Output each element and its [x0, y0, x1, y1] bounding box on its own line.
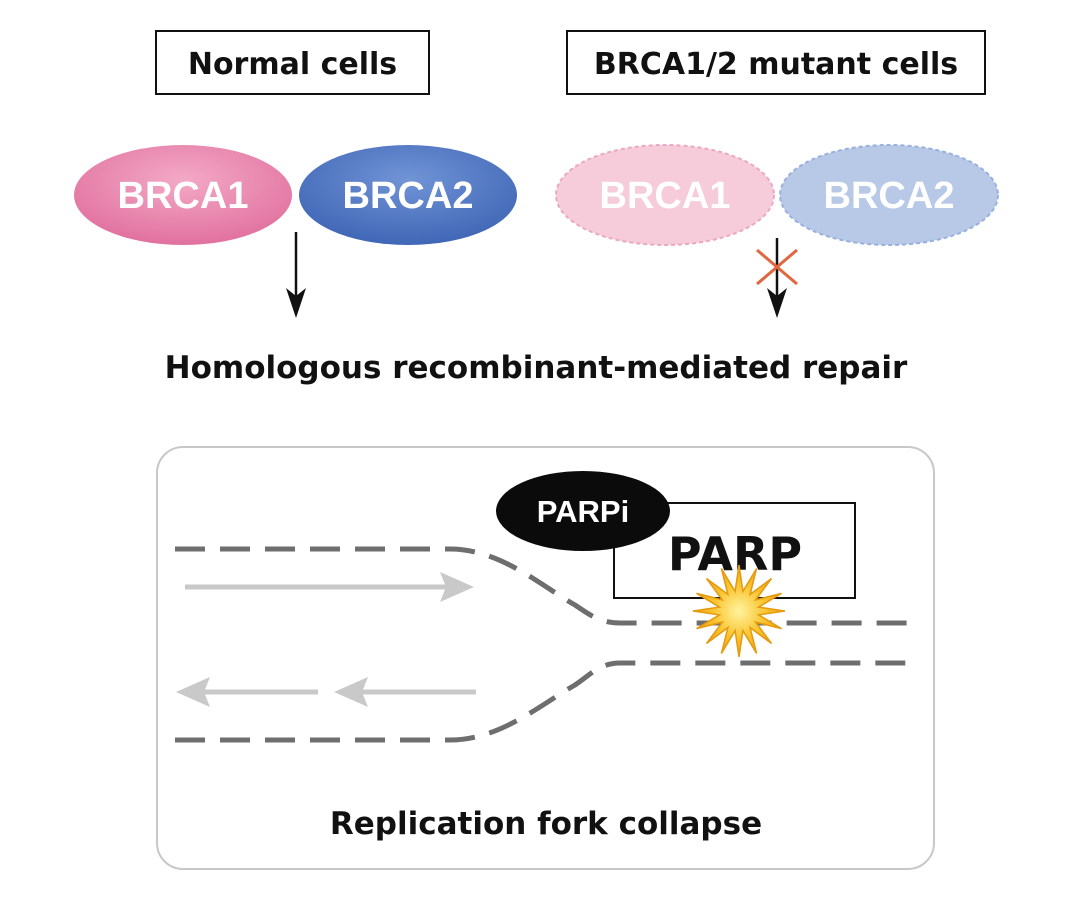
mutant-brca2-label: BRCA2	[824, 175, 955, 217]
fork-collapse-caption: Replication fork collapse	[330, 806, 762, 842]
normal-brca2-label: BRCA2	[343, 175, 474, 217]
dna-damage-burst-icon	[692, 564, 786, 658]
mutant-repair-arrow	[767, 238, 787, 318]
repair-pathway-label: Homologous recombinant-mediated repair	[165, 350, 908, 386]
normal-cells-header: Normal cells	[155, 30, 430, 95]
parp-label: PARP	[668, 527, 802, 581]
mutant-brca2-ellipse: BRCA2	[779, 144, 999, 246]
mutant-cells-header: BRCA1/2 mutant cells	[566, 30, 986, 95]
parpi-ellipse: PARPi	[496, 471, 670, 551]
normal-brca2-ellipse: BRCA2	[299, 145, 517, 245]
parpi-label: PARPi	[537, 494, 629, 529]
normal-repair-arrow	[286, 232, 306, 318]
leading-strand-arrow	[185, 572, 474, 602]
mutant-brca1-label: BRCA1	[600, 175, 731, 217]
replication-fork-panel: PARP PARPi Replication fork collapse	[156, 446, 935, 870]
blocked-cross-icon	[756, 248, 798, 286]
normal-cells-label: Normal cells	[188, 47, 397, 82]
mutant-brca1-ellipse: BRCA1	[555, 144, 775, 246]
lagging-strand-arrow-right	[334, 677, 476, 707]
normal-brca1-label: BRCA1	[118, 175, 249, 217]
lagging-strand-arrow-left	[176, 677, 318, 707]
normal-brca1-ellipse: BRCA1	[74, 145, 292, 245]
mutant-cells-label: BRCA1/2 mutant cells	[594, 47, 958, 82]
